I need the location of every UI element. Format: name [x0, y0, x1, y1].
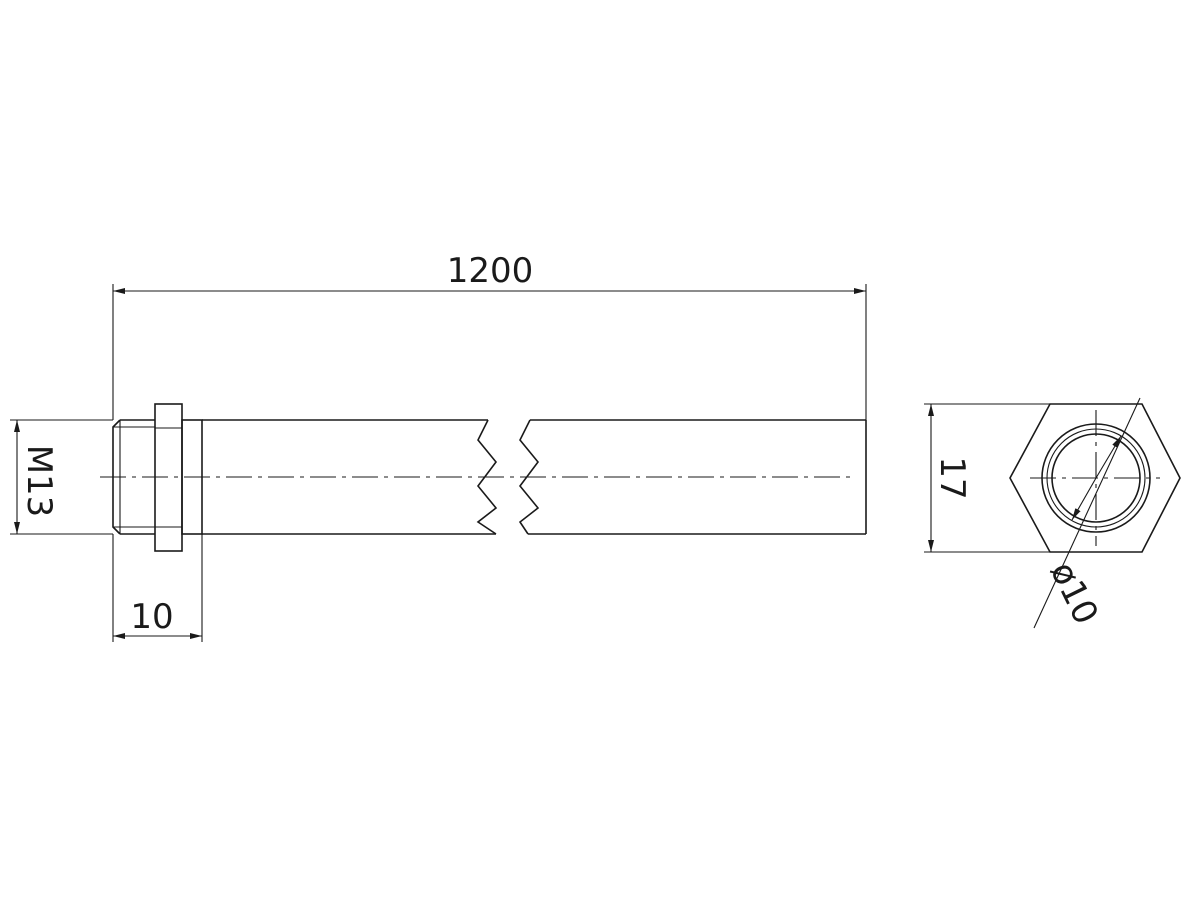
- across-flats-dimension: 17: [924, 403, 1050, 553]
- tube-left: [202, 419, 498, 535]
- thread-length-dimension: 10: [112, 534, 203, 642]
- diameter-dimension: ø10: [1033, 397, 1141, 631]
- thread-label: M13: [19, 445, 59, 518]
- side-view: 1200 M13 10: [10, 251, 867, 642]
- thread-dimension: M13: [10, 419, 113, 535]
- thread-length-label: 10: [130, 597, 173, 637]
- length-label: 1200: [447, 251, 534, 291]
- diameter-label: ø10: [1042, 556, 1106, 631]
- length-dimension: 1200: [112, 251, 867, 420]
- across-flats-label: 17: [932, 456, 972, 499]
- tube-right: [518, 419, 867, 535]
- end-view: ø10 17: [924, 397, 1181, 631]
